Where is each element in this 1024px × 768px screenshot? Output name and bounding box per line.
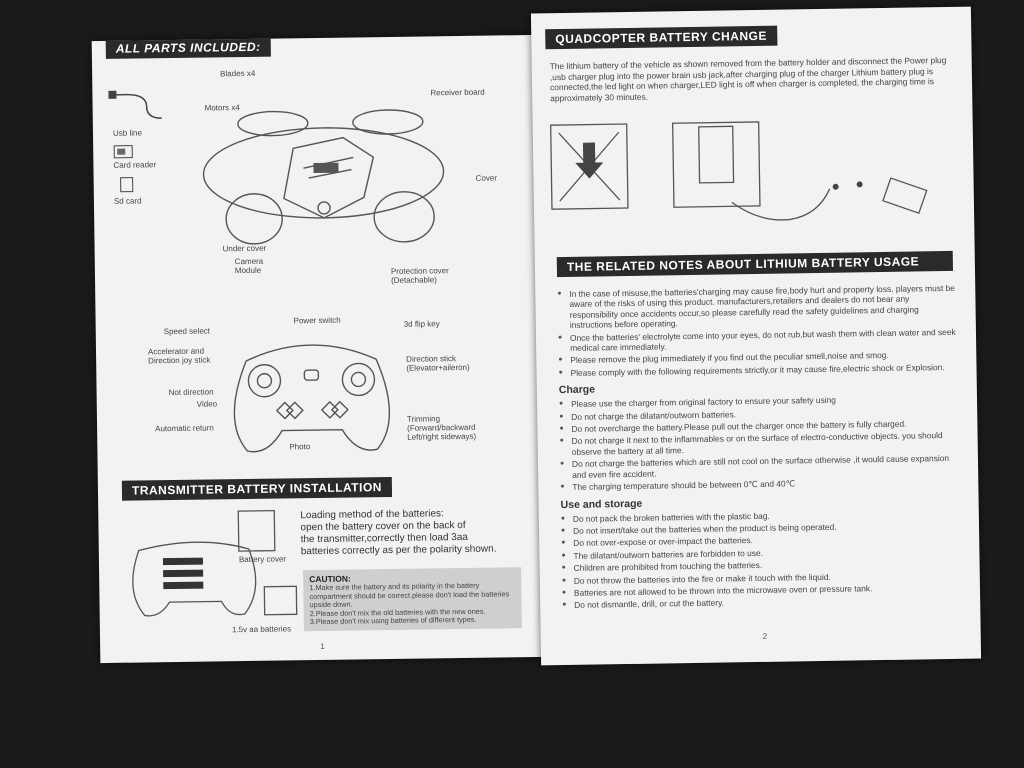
left-page: ALL PARTS INCLUDED: Usb line — [91, 34, 545, 664]
lithium-notes-title: THE RELATED NOTES ABOUT LITHIUM BATTERY … — [556, 250, 954, 278]
note-item: In the case of misuse,the batteries'char… — [557, 283, 958, 331]
power-switch-label: Power switch — [293, 315, 341, 326]
transmitter-title: TRANSMITTER BATTERY INSTALLATION — [121, 476, 393, 501]
flip-key-label: 3d flip key — [403, 319, 440, 329]
blades-label: Blades x4 — [220, 68, 256, 79]
usb-line-icon — [108, 90, 162, 119]
loading-method-text: Loading method of the batteries: open th… — [300, 508, 497, 558]
camera-module-label: Camera Module — [234, 256, 264, 276]
page-number-left: 1 — [320, 641, 325, 651]
trimming-label: Trimming (Forward/backward Left/right si… — [406, 414, 477, 442]
transmitter-battery-diagram — [132, 509, 298, 617]
caution-item: 3.Please don't mix using batteries of di… — [309, 615, 477, 627]
cover-label: Cover — [475, 173, 498, 183]
protection-cover-label: Protection cover (Detachable) — [390, 266, 449, 285]
video-label: Video — [196, 399, 218, 409]
sd-card-icon — [120, 177, 134, 193]
card-reader-label: Card reader — [113, 160, 157, 170]
parts-title: ALL PARTS INCLUDED: — [105, 36, 271, 59]
controller-diagram — [233, 344, 391, 453]
page-number-right: 2 — [762, 631, 768, 641]
battery-change-title: QUADCOPTER BATTERY CHANGE — [545, 25, 778, 50]
aa-batteries-label: 1.5v aa batteries — [231, 624, 292, 635]
automatic-return-label: Automatic return — [155, 423, 214, 434]
speed-select-label: Speed select — [163, 326, 211, 337]
card-reader-icon — [113, 145, 133, 159]
accelerator-label: Accelerator and Direction joy stick — [147, 346, 211, 366]
caution-box: CAUTION: 1.Make sure the battery and its… — [303, 567, 522, 632]
drone-diagram — [202, 109, 445, 245]
direction-stick-label: Direction stick (Elevator+aileron) — [406, 354, 470, 373]
caution-item: 1.Make sure the battery and its polarity… — [309, 580, 510, 610]
motors-label: Motors x4 — [204, 103, 240, 113]
lithium-notes-list: In the case of misuse,the batteries'char… — [557, 283, 962, 613]
photo-label: Photo — [289, 442, 311, 452]
battery-cover-label: Battery cover — [238, 554, 287, 565]
sd-card-label: Sd card — [113, 196, 142, 206]
receiver-board-label: Receiver board — [430, 87, 485, 98]
usb-line-label: Usb line — [112, 128, 142, 138]
not-direction-label: Not direction — [168, 387, 214, 398]
under-cover-label: Under cover — [222, 243, 267, 254]
battery-change-text: The lithium battery of the vehicle as sh… — [549, 54, 947, 103]
right-page: QUADCOPTER BATTERY CHANGE The lithium ba… — [530, 6, 982, 666]
battery-change-diagram — [550, 121, 928, 221]
